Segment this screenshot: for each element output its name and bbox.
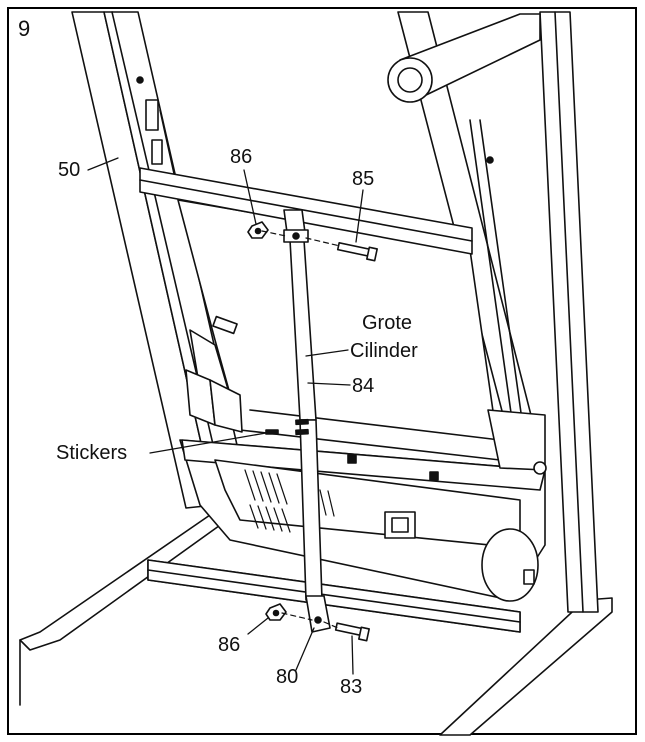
label-part-80: 80: [276, 666, 299, 688]
assembly-lines: [261, 230, 341, 629]
diagram-frame: [7, 7, 637, 735]
top-bolt-85: [336, 241, 378, 262]
label-part-85: 85: [352, 168, 375, 190]
incline-cylinder: [265, 209, 331, 633]
right-bracket: [487, 409, 547, 475]
lower-crossbar: [147, 559, 521, 633]
label-grote: Grote: [362, 312, 413, 334]
upper-crossbar: [139, 167, 473, 255]
bottom-nut-86: [265, 603, 287, 621]
handrail-tube: [387, 13, 541, 103]
label-stickers: Stickers: [56, 442, 128, 464]
bottom-bolt-83: [334, 622, 370, 642]
label-cilinder: Cilinder: [350, 340, 418, 362]
label-part-50: 50: [58, 159, 81, 181]
left-bracket: [185, 369, 243, 433]
step-number: 9: [18, 16, 31, 41]
motor-hood: [179, 439, 546, 602]
label-part-86-bottom: 86: [218, 634, 241, 656]
label-part-84: 84: [352, 375, 375, 397]
label-part-83: 83: [340, 676, 363, 698]
label-part-86-top: 86: [230, 146, 253, 168]
leader-lines: [87, 157, 364, 675]
top-nut-86: [247, 221, 269, 239]
